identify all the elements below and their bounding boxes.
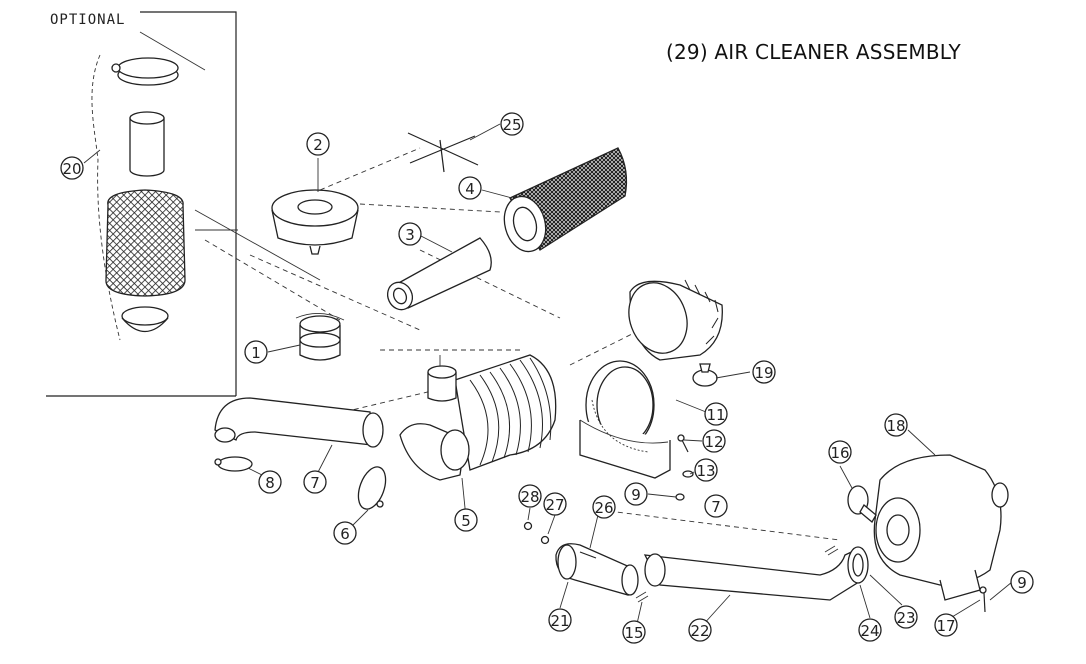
intake-pipe-22: [643, 547, 863, 601]
optional-kit-frame: [46, 11, 321, 397]
bolt-17: [979, 586, 987, 613]
callout-label: 17: [936, 617, 955, 635]
nut-9: [675, 493, 685, 501]
air-cleaner-cover: [271, 189, 359, 255]
callout-circle: [306, 132, 330, 156]
washer-27: [540, 535, 550, 545]
callout-circle: [624, 482, 648, 506]
callout-label: 12: [704, 433, 723, 451]
callout-label: 16: [830, 444, 849, 462]
callout-circle: [694, 458, 718, 482]
callout-label: 9: [631, 486, 641, 504]
callout-circle: [398, 222, 422, 246]
hose-adapter: [295, 313, 345, 361]
retainer-cross: [407, 132, 479, 173]
callout-circle: [548, 608, 572, 632]
optional-label: OPTIONAL: [50, 12, 126, 28]
callout-circle: [258, 470, 282, 494]
safety-element: [386, 237, 492, 311]
hose-clamp-8: [214, 456, 253, 472]
optional-tube: [129, 111, 165, 177]
hose-clamp-16: [847, 485, 877, 523]
callout-label: 4: [465, 180, 475, 198]
hose-clamp-6: [357, 466, 387, 510]
air-cleaner-body: [399, 354, 557, 481]
callout-circle: [333, 521, 357, 545]
callout-circle: [518, 484, 542, 508]
callout-circle: [592, 495, 616, 519]
callout-label: 23: [896, 609, 915, 627]
callout-circle: [934, 613, 958, 637]
callout-circle: [244, 340, 268, 364]
callout-label: 27: [545, 496, 564, 514]
dust-cup: [628, 279, 723, 361]
callout-label: 25: [502, 116, 521, 134]
callout-label: 11: [706, 406, 725, 424]
elbow-pipe-21: [555, 543, 639, 596]
callout-label: 18: [886, 417, 905, 435]
callout-circle: [543, 492, 567, 516]
bolt-12: [677, 434, 689, 453]
callout-circle: [1010, 570, 1034, 594]
diagram-title: (29) AIR CLEANER ASSEMBLY: [666, 40, 961, 64]
hose-clamp-24: [847, 546, 869, 584]
evacuator-valve: [692, 363, 718, 387]
callout-circle: [500, 112, 524, 136]
mounting-band: [579, 360, 671, 479]
callout-label: 2: [313, 136, 323, 154]
callout-circle: [454, 508, 478, 532]
callout-circle: [752, 360, 776, 384]
callout-label: 24: [860, 622, 879, 640]
callout-label: 19: [754, 364, 773, 382]
callout-label: 5: [461, 512, 471, 530]
spring-clips: [635, 545, 839, 603]
callout-label: 21: [550, 612, 569, 630]
callout-label: 13: [696, 462, 715, 480]
callout-label: 7: [711, 498, 721, 516]
callout-label: 8: [265, 474, 275, 492]
primary-filter-element: [503, 147, 628, 253]
callout-circle: [60, 156, 84, 180]
callout-circle: [303, 470, 327, 494]
assembly-guide-lines: [204, 147, 841, 541]
callout-circle: [828, 440, 852, 464]
callout-circle: [894, 605, 918, 629]
callout-circle: [704, 494, 728, 518]
optional-cap: [121, 306, 169, 333]
washer-13: [682, 470, 694, 478]
callout-label: 20: [62, 160, 81, 178]
callout-circle: [688, 618, 712, 642]
callout-label: 1: [251, 344, 261, 362]
optional-precleaner-mesh: [105, 189, 186, 297]
callout-label: 3: [405, 226, 415, 244]
callout-circle: [458, 176, 482, 200]
callout-label: 22: [690, 622, 709, 640]
intake-elbow-pipe: [214, 397, 384, 448]
precleaner-housing: [873, 454, 1009, 601]
callout-circle: [622, 620, 646, 644]
callout-label: 15: [624, 624, 643, 642]
callout-label: 9: [1017, 574, 1027, 592]
callout-circle: [702, 429, 726, 453]
optional-hose-clamp: [111, 57, 179, 86]
callout-leaders: [83, 123, 1013, 629]
callout-circle: [704, 402, 728, 426]
bolt-28: [523, 521, 533, 531]
callout-circle: [884, 413, 908, 437]
bolt-26: [579, 551, 597, 559]
callout-label: 7: [310, 474, 320, 492]
callout-markers: 20 2 25 4 3 1 19 11 12 13 9 7 8 7 6 5 28…: [60, 112, 1034, 644]
callout-circle: [858, 618, 882, 642]
callout-label: 28: [520, 488, 539, 506]
callout-label: 6: [340, 525, 350, 543]
callout-label: 26: [594, 499, 613, 517]
